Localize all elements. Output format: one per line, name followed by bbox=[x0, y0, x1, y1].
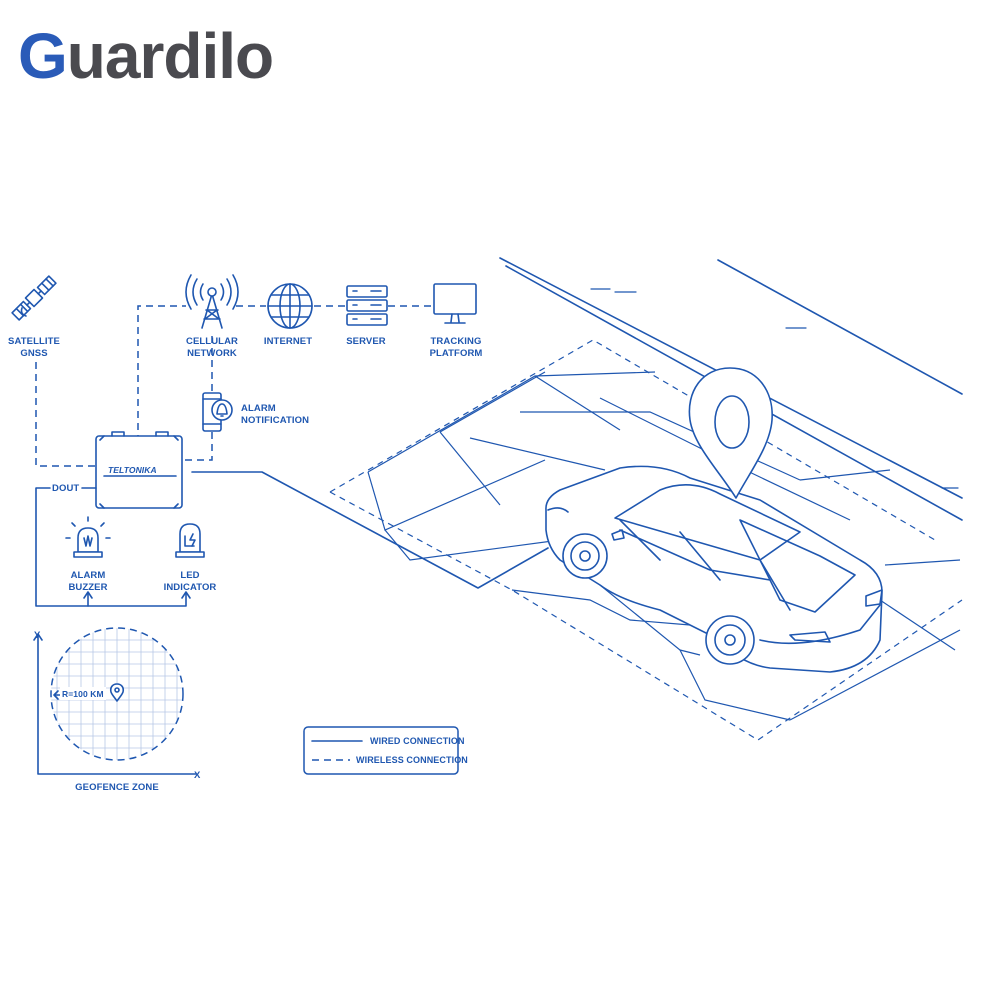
wire-arrows bbox=[83, 591, 191, 599]
svg-text:Guardilo: Guardilo bbox=[18, 20, 273, 92]
cell-tower-icon bbox=[185, 274, 239, 329]
wireless-link-alarm-device bbox=[182, 432, 213, 461]
led-label-1: LED bbox=[180, 570, 199, 581]
car-icon bbox=[545, 465, 883, 673]
cellular-label-2: NETWORK bbox=[187, 348, 237, 359]
satellite-label-2: GNSS bbox=[20, 348, 47, 359]
radius-label: R=100 KM bbox=[62, 689, 104, 699]
internet-label: INTERNET bbox=[264, 336, 312, 347]
siren-icon bbox=[65, 516, 111, 558]
logo-rest: uardilo bbox=[67, 20, 273, 92]
cellular-label-1: CELLULAR bbox=[186, 336, 238, 347]
device-brand-label: TELTONIKA bbox=[108, 465, 157, 475]
dout-loop-wire bbox=[35, 487, 187, 607]
logo-letter-g: G bbox=[18, 20, 67, 92]
dout-label: DOUT bbox=[52, 483, 79, 494]
tracker-device-icon: TELTONIKA bbox=[95, 431, 183, 509]
tracking-label-1: TRACKING bbox=[431, 336, 482, 347]
y-axis-arrow bbox=[33, 633, 43, 641]
wired-connection-to-car bbox=[191, 471, 549, 589]
led-icon bbox=[175, 523, 205, 558]
alarm-notification-label-1: ALARM bbox=[241, 403, 276, 414]
dout-circuit: DOUT ALARM BUZZER LED INDICATOR bbox=[35, 483, 217, 607]
radius-label-bg bbox=[60, 687, 106, 700]
legend-wired-label: WIRED CONNECTION bbox=[370, 736, 465, 746]
wireless-link-satellite-device bbox=[35, 362, 96, 467]
network-chain: SATELLITE GNSS CELLULAR NETWORK INTERNET bbox=[8, 274, 483, 467]
globe-icon bbox=[267, 283, 313, 329]
brand-logo: Guardilo bbox=[18, 20, 274, 92]
parking-zone-dashed bbox=[329, 339, 936, 541]
parking-grid bbox=[367, 371, 961, 721]
connection-legend: WIRED CONNECTION WIRELESS CONNECTION bbox=[303, 726, 468, 775]
phone-bell-icon bbox=[202, 392, 233, 432]
satellite-label-1: SATELLITE bbox=[8, 336, 60, 347]
geofence-zone: Y X R=100 KM GEOFENCE ZONE bbox=[33, 627, 201, 793]
legend-wireless-label: WIRELESS CONNECTION bbox=[356, 755, 468, 765]
road-mark bbox=[590, 288, 637, 293]
buzzer-label-1: ALARM bbox=[71, 570, 106, 581]
buzzer-label-2: BUZZER bbox=[68, 582, 107, 593]
tracking-label-2: PLATFORM bbox=[430, 348, 483, 359]
parking-zone-dashed bbox=[329, 491, 963, 741]
server-icon bbox=[346, 285, 388, 326]
monitor-icon bbox=[433, 283, 477, 324]
alarm-notification-label-2: NOTIFICATION bbox=[241, 415, 309, 426]
satellite-icon bbox=[11, 275, 57, 321]
road-scene bbox=[191, 257, 963, 741]
y-axis-label: Y bbox=[34, 630, 41, 641]
wireless-link-device-cellular bbox=[137, 305, 186, 466]
x-axis-label: X bbox=[194, 770, 201, 781]
led-label-2: INDICATOR bbox=[164, 582, 217, 593]
legend-box bbox=[303, 726, 459, 775]
location-pin-icon bbox=[109, 683, 125, 702]
geofence-circle bbox=[50, 627, 184, 761]
map-pin-icon bbox=[688, 367, 773, 499]
geofence-caption: GEOFENCE ZONE bbox=[75, 782, 159, 793]
road-edge-line bbox=[717, 259, 963, 395]
geofence-axes bbox=[37, 635, 197, 775]
server-label: SERVER bbox=[346, 336, 386, 347]
